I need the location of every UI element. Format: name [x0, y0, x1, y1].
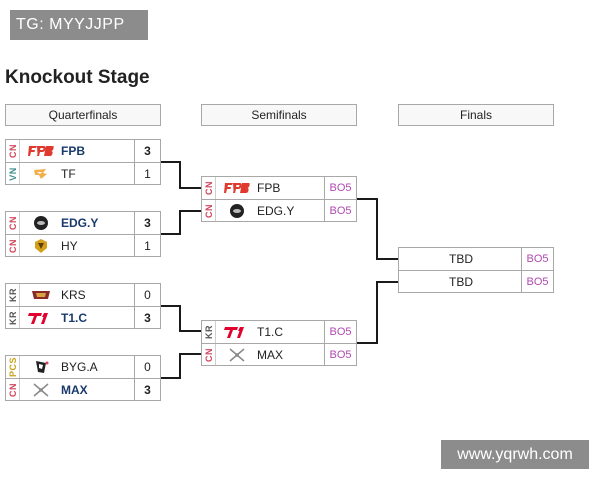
region-tag: CN [6, 140, 20, 162]
quarterfinal-match-3[interactable]: KR KRS 0 KR T1.C 3 [5, 283, 161, 329]
team-score: 3 [134, 140, 160, 162]
team-name[interactable]: T1.C [257, 325, 284, 339]
team-name[interactable]: MAX [61, 383, 88, 397]
team-row[interactable]: CN FPB BO5 [202, 177, 356, 199]
team-row[interactable]: CN EDG.Y 3 [6, 212, 160, 234]
team-row[interactable]: TBD BO5 [399, 248, 553, 270]
quarterfinal-match-2[interactable]: CN EDG.Y 3 CN HY 1 [5, 211, 161, 257]
team-row[interactable]: VN TF 1 [6, 162, 160, 184]
t1c-logo-icon [224, 327, 244, 338]
team-name-tbd: TBD [449, 275, 473, 289]
match-format-badge: BO5 [324, 200, 356, 221]
finals-match[interactable]: TBD BO5 TBD BO5 [398, 247, 554, 293]
region-tag: CN [202, 200, 216, 221]
byga-logo-icon [36, 361, 49, 373]
stage-header-finals: Finals [398, 104, 554, 126]
team-score: 3 [134, 379, 160, 400]
team-name[interactable]: MAX [257, 348, 284, 362]
team-name[interactable]: TF [61, 167, 76, 181]
team-row[interactable]: CN HY 1 [6, 234, 160, 256]
team-name[interactable]: EDG.Y [61, 216, 99, 230]
team-name[interactable]: EDG.Y [257, 204, 295, 218]
semifinal-match-2[interactable]: KR T1.C BO5 CN MAX BO5 [201, 320, 357, 366]
region-tag: PCS [6, 356, 20, 378]
region-tag: KR [202, 321, 216, 343]
team-name[interactable]: BYG.A [61, 360, 98, 374]
team-name[interactable]: KRS [61, 288, 86, 302]
edgy-logo-icon [230, 204, 244, 218]
match-format-badge: BO5 [324, 344, 356, 365]
team-score: 3 [134, 212, 160, 234]
team-name-tbd: TBD [449, 252, 473, 266]
stage-header-semifinals: Semifinals [201, 104, 357, 126]
match-format-badge: BO5 [521, 248, 553, 270]
match-format-badge: BO5 [521, 271, 553, 292]
page-title: Knockout Stage [5, 67, 150, 88]
team-name[interactable]: T1.C [61, 311, 88, 325]
match-format-badge: BO5 [324, 321, 356, 343]
fpb-logo-icon [28, 146, 54, 156]
fpb-logo-icon [224, 183, 250, 193]
region-tag: VN [6, 163, 20, 184]
team-score: 1 [134, 163, 160, 184]
region-tag: CN [6, 235, 20, 256]
team-row[interactable]: TBD BO5 [399, 270, 553, 292]
team-score: 0 [134, 284, 160, 306]
team-name[interactable]: FPB [257, 181, 281, 195]
team-row[interactable]: CN EDG.Y BO5 [202, 199, 356, 221]
edgy-logo-icon [34, 216, 48, 230]
krs-logo-icon [32, 291, 50, 299]
hy-logo-icon [35, 239, 47, 253]
region-tag: CN [6, 212, 20, 234]
team-row[interactable]: CN MAX 3 [6, 378, 160, 400]
watermark-bottom: www.yqrwh.com [441, 440, 589, 469]
watermark-top: TG: MYYJJPP [10, 10, 148, 40]
region-tag: CN [202, 344, 216, 365]
region-tag: CN [6, 379, 20, 400]
team-row[interactable]: PCS BYG.A 0 [6, 356, 160, 378]
semifinal-match-1[interactable]: CN FPB BO5 CN EDG.Y BO5 [201, 176, 357, 222]
stage-header-quarterfinals: Quarterfinals [5, 104, 161, 126]
team-name[interactable]: HY [61, 239, 78, 253]
team-row[interactable]: CN FPB 3 [6, 140, 160, 162]
team-row[interactable]: KR T1.C 3 [6, 306, 160, 328]
team-score: 1 [134, 235, 160, 256]
max-logo-icon [229, 348, 245, 362]
t1c-logo-icon [28, 313, 48, 324]
team-name[interactable]: FPB [61, 144, 85, 158]
team-row[interactable]: CN MAX BO5 [202, 343, 356, 365]
quarterfinal-match-1[interactable]: CN FPB 3 VN TF 1 [5, 139, 161, 185]
quarterfinal-match-4[interactable]: PCS BYG.A 0 CN MAX 3 [5, 355, 161, 401]
region-tag: KR [6, 307, 20, 328]
max-logo-icon [33, 383, 49, 397]
region-tag: CN [202, 177, 216, 199]
match-format-badge: BO5 [324, 177, 356, 199]
team-row[interactable]: KR T1.C BO5 [202, 321, 356, 343]
team-score: 3 [134, 307, 160, 328]
team-score: 0 [134, 356, 160, 378]
tf-logo-icon [34, 169, 47, 179]
team-row[interactable]: KR KRS 0 [6, 284, 160, 306]
region-tag: KR [6, 284, 20, 306]
